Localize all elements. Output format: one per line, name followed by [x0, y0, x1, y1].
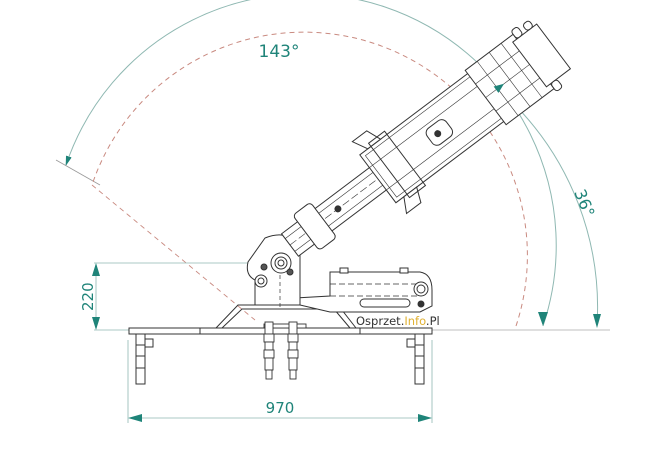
- hydraulic-fittings: [263, 321, 307, 380]
- height-dimension: 220: [79, 262, 255, 331]
- swing-arc: [65, 0, 557, 327]
- tilt-angle-label: 36°: [570, 186, 598, 219]
- lift-cylinder: [259, 267, 433, 313]
- arrow-head-icon: [593, 314, 601, 328]
- swing-angle-label: 143°: [259, 42, 300, 62]
- pivot-bracket: [246, 234, 301, 310]
- width-dimension: 970: [127, 340, 433, 423]
- height-label: 220: [79, 282, 97, 311]
- arrow-head-icon: [538, 312, 548, 326]
- width-label: 970: [266, 399, 295, 417]
- tilt-angle-dimension: 36°: [509, 99, 601, 328]
- breaker-boom: [280, 20, 572, 257]
- dashed-reach-arc: [91, 31, 528, 327]
- tilt-arc: [509, 99, 599, 327]
- dashed-reach-line: [91, 184, 256, 321]
- watermark: Osprzet.Info.Pl: [356, 314, 440, 328]
- swing-angle-dimension: 143°: [55, 0, 557, 327]
